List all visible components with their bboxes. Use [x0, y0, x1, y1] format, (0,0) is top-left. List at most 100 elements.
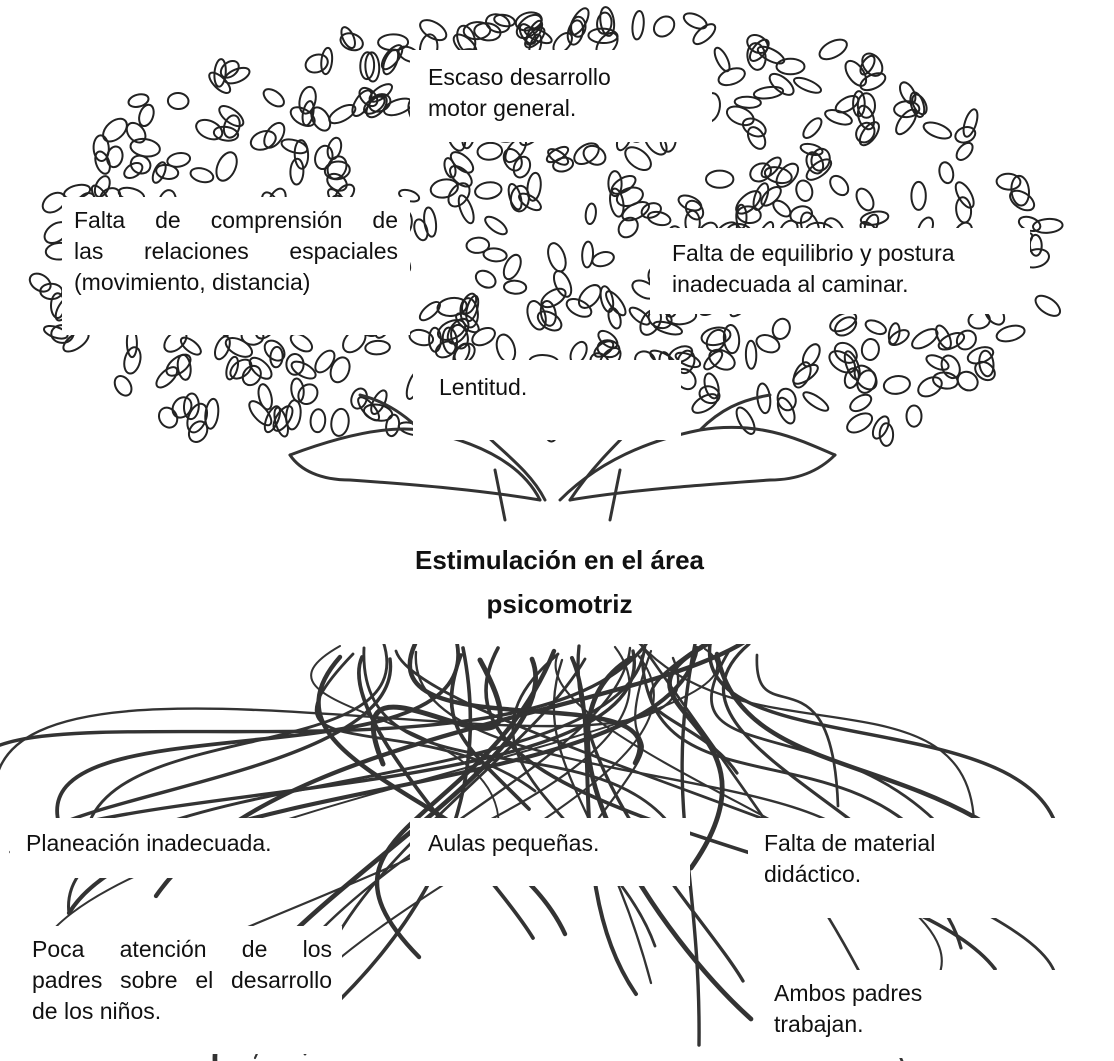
leaf	[106, 145, 124, 169]
leaf	[855, 121, 876, 144]
leaf	[285, 399, 302, 431]
leaf	[834, 316, 858, 337]
leaf	[609, 187, 625, 218]
leaf	[419, 19, 448, 42]
leaf	[810, 147, 831, 172]
leaf	[525, 19, 544, 46]
cause-box-aulas: Aulas pequeñas.	[410, 818, 690, 886]
leaf	[652, 15, 676, 38]
effect-line: Falta de comprensión de	[74, 207, 398, 233]
leaf	[502, 253, 522, 281]
leaf	[539, 300, 557, 327]
leaf	[776, 387, 797, 412]
leaf	[722, 324, 741, 355]
leaf	[888, 329, 910, 347]
root-line	[552, 658, 653, 985]
leaf	[241, 364, 262, 387]
leaf	[123, 161, 144, 180]
leaf	[485, 13, 511, 34]
leaf	[599, 6, 616, 37]
leaf	[760, 185, 782, 207]
leaf	[955, 141, 974, 161]
leaf	[748, 38, 770, 62]
leaf	[1032, 217, 1064, 234]
leaf	[599, 285, 615, 313]
leaf	[882, 374, 911, 395]
leaf	[736, 205, 762, 225]
cause-box-planeacion: Planeación inadecuada.	[10, 818, 340, 878]
leaf	[858, 121, 880, 147]
leaf	[581, 240, 595, 269]
leaf	[615, 186, 644, 208]
leaf	[474, 269, 497, 289]
leaf	[682, 12, 708, 30]
leaf	[792, 361, 812, 389]
leaf	[565, 298, 593, 318]
leaf	[940, 354, 961, 380]
leaf	[455, 312, 480, 334]
leaf	[249, 130, 277, 151]
leaf	[330, 407, 350, 437]
leaf	[512, 155, 532, 179]
root-line	[362, 646, 674, 829]
leaf	[692, 23, 717, 46]
leaf	[573, 142, 600, 166]
leaf	[756, 45, 786, 65]
leaf	[186, 402, 209, 434]
leaf	[179, 336, 202, 356]
central-problem-box: Estimulación en el área psicomotriz	[292, 524, 827, 644]
leaf	[1034, 294, 1062, 317]
leaf	[829, 311, 858, 333]
effect-box-comprension-espacial: Falta de comprensión de las relaciones e…	[62, 197, 410, 335]
leaf	[995, 324, 1026, 343]
leaf	[925, 354, 950, 371]
leaf	[213, 58, 227, 88]
leaf	[610, 175, 637, 195]
leaf	[441, 326, 459, 355]
leaf	[476, 141, 504, 161]
leaf	[263, 405, 281, 434]
leaf	[447, 182, 471, 208]
leaf	[1009, 189, 1036, 212]
leaf	[708, 348, 736, 371]
leaf	[155, 366, 179, 389]
leaf	[526, 171, 542, 202]
leaf	[703, 372, 720, 400]
leaf	[413, 218, 429, 242]
leaf	[552, 156, 575, 173]
central-problem-line: Estimulación en el área	[414, 545, 704, 575]
leaf	[204, 397, 220, 430]
leaf	[805, 151, 825, 175]
leaf	[802, 391, 830, 412]
leaf	[703, 350, 724, 371]
leaf	[340, 26, 356, 50]
leaf	[465, 236, 491, 254]
leaf	[359, 51, 376, 81]
leaf	[484, 215, 508, 236]
leaf	[320, 46, 334, 76]
central-problem-line: psicomotriz	[486, 589, 633, 619]
leaf	[304, 53, 329, 74]
cause-box-material-didactico: Falta de material didáctico.	[748, 818, 1090, 918]
leaf	[125, 121, 147, 144]
leaf	[263, 339, 286, 362]
leaf	[443, 157, 457, 179]
leaf	[974, 360, 996, 382]
leaf	[536, 310, 563, 332]
leaf	[775, 162, 800, 188]
leaf	[339, 32, 364, 52]
root-line	[357, 655, 535, 940]
leaf	[596, 11, 613, 35]
leaf	[691, 393, 719, 414]
leaf	[775, 57, 806, 76]
leaf	[328, 104, 357, 125]
leaf	[429, 178, 459, 199]
leaf	[123, 346, 142, 375]
leaf	[587, 27, 619, 45]
root-line	[310, 645, 500, 864]
leaf	[171, 396, 193, 419]
leaf	[289, 106, 316, 127]
leaf	[215, 151, 238, 182]
leaf	[518, 23, 537, 45]
leaf	[41, 191, 67, 214]
